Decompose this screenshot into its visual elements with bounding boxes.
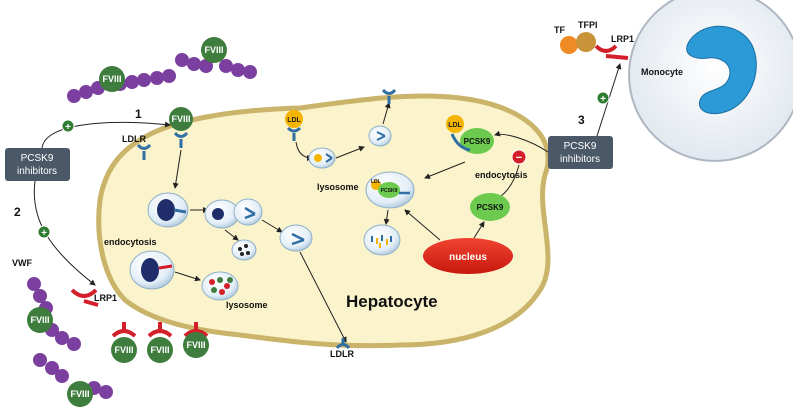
step-2-label: 2 xyxy=(14,205,21,219)
tf-tfpi-lrp1-complex xyxy=(560,32,629,60)
tf-label: TF xyxy=(554,25,565,35)
plus-text-2: + xyxy=(41,228,47,239)
endocytosis-label-right: endocytosis xyxy=(475,170,528,180)
pcsk9-secreted xyxy=(470,193,510,221)
lrp1-label-right: LRP1 xyxy=(611,34,634,44)
vwf-label: VWF xyxy=(12,258,32,268)
ldl-text-lysosome: LDL xyxy=(371,179,381,185)
monocyte-nucleus xyxy=(686,25,757,115)
pcsk9-ldl-ldlr-complex: LDL PCSK9 xyxy=(446,115,494,154)
plus-icon xyxy=(61,119,75,133)
vwf-fviii-complex-left: FVIII xyxy=(27,277,81,351)
vesicle-fviii-lrp1 xyxy=(129,250,175,290)
vesicle-ldl xyxy=(308,147,336,169)
box-left-line1: PCSK9 xyxy=(21,153,54,164)
nucleus-label: nucleus xyxy=(449,252,487,263)
vesicle-recycling xyxy=(279,224,313,252)
lrp1-label-left: LRP1 xyxy=(94,293,117,303)
box-left-line2: inhibitors xyxy=(17,166,57,177)
vesicle-ldlr-return xyxy=(368,125,392,147)
fviii-ldlr-bound: FVIII xyxy=(169,107,193,148)
hepatocyte-label: Hepatocyte xyxy=(346,292,438,311)
lrp1-fviii-bottom-2: FVIII xyxy=(147,322,173,363)
lysosome-small-dots xyxy=(231,239,257,261)
ldlr-receptor-icon xyxy=(136,143,152,160)
ldl-on-ldlr-top: LDL xyxy=(285,110,303,141)
pcsk9-text-lysosome: PCSK9 xyxy=(381,188,398,194)
lysosome-label-right: lysosome xyxy=(317,182,359,192)
ldl-text-right: LDL xyxy=(448,122,462,129)
pcsk9-inhibitors-box-left: PCSK9 inhibitors xyxy=(5,148,70,181)
ldlr-receptor-top-right xyxy=(381,88,397,104)
ldlr-receptor-bottom xyxy=(335,338,351,350)
fviii-text-b1: FVIII xyxy=(114,345,133,355)
lrp1-fviii-bottom-3: FVIII xyxy=(183,322,209,358)
vwf-fviii-complex-top: FVIII xyxy=(175,37,257,79)
endocytosis-label-left: endocytosis xyxy=(104,237,157,247)
ldlr-label-top: LDLR xyxy=(122,134,146,144)
fviii-text-left: FVIII xyxy=(30,315,49,325)
monocyte-label: Monocyte xyxy=(641,67,683,77)
pcsk9-label-free: PCSK9 xyxy=(477,203,504,212)
plus-icon xyxy=(596,91,610,105)
lrp1-receptor-icon xyxy=(70,288,99,307)
lysosome-colored-dots xyxy=(201,271,239,301)
lrp1-fviii-bottom-1: FVIII xyxy=(111,322,137,363)
lysosome-pcsk9-complex: PCSK9 LDL xyxy=(365,171,415,209)
fviii-text-bound: FVIII xyxy=(171,114,190,124)
fviii-text-bottom: FVIII xyxy=(70,389,89,399)
step-3-label: 3 xyxy=(578,113,585,127)
lysosome-degraded xyxy=(363,224,401,256)
box-right-line1: PCSK9 xyxy=(564,141,597,152)
nucleus xyxy=(423,238,513,274)
lysosome-label-left: lysosome xyxy=(226,300,268,310)
box-right-line2: inhibitors xyxy=(560,154,600,165)
vwf-fviii-complex-bottom: FVIII xyxy=(33,353,113,407)
step-1-label: 1 xyxy=(135,107,142,121)
tfpi-label: TFPI xyxy=(578,20,598,30)
pcsk9-inhibitors-box-right: PCSK9 inhibitors xyxy=(548,136,613,169)
fviii-text-b2: FVIII xyxy=(150,345,169,355)
minus-icon xyxy=(511,149,527,165)
fviii-text-b3: FVIII xyxy=(186,340,205,350)
minus-text: − xyxy=(516,152,522,164)
plus-text-3: + xyxy=(600,94,606,105)
fviii-text-mid: FVIII xyxy=(102,74,121,84)
monocyte-cell xyxy=(628,0,793,162)
ldl-text-top: LDL xyxy=(287,117,301,124)
vesicle-pair xyxy=(204,198,263,229)
vwf-fviii-complex-mid: FVIII xyxy=(67,66,176,103)
plus-icon xyxy=(37,225,51,239)
fviii-text-top: FVIII xyxy=(204,45,223,55)
pcsk9-text-membrane: PCSK9 xyxy=(464,137,491,146)
plus-text-1: + xyxy=(65,122,71,133)
vesicle-fviii-ldlr xyxy=(147,192,189,228)
ldlr-label-bottom: LDLR xyxy=(330,349,354,359)
